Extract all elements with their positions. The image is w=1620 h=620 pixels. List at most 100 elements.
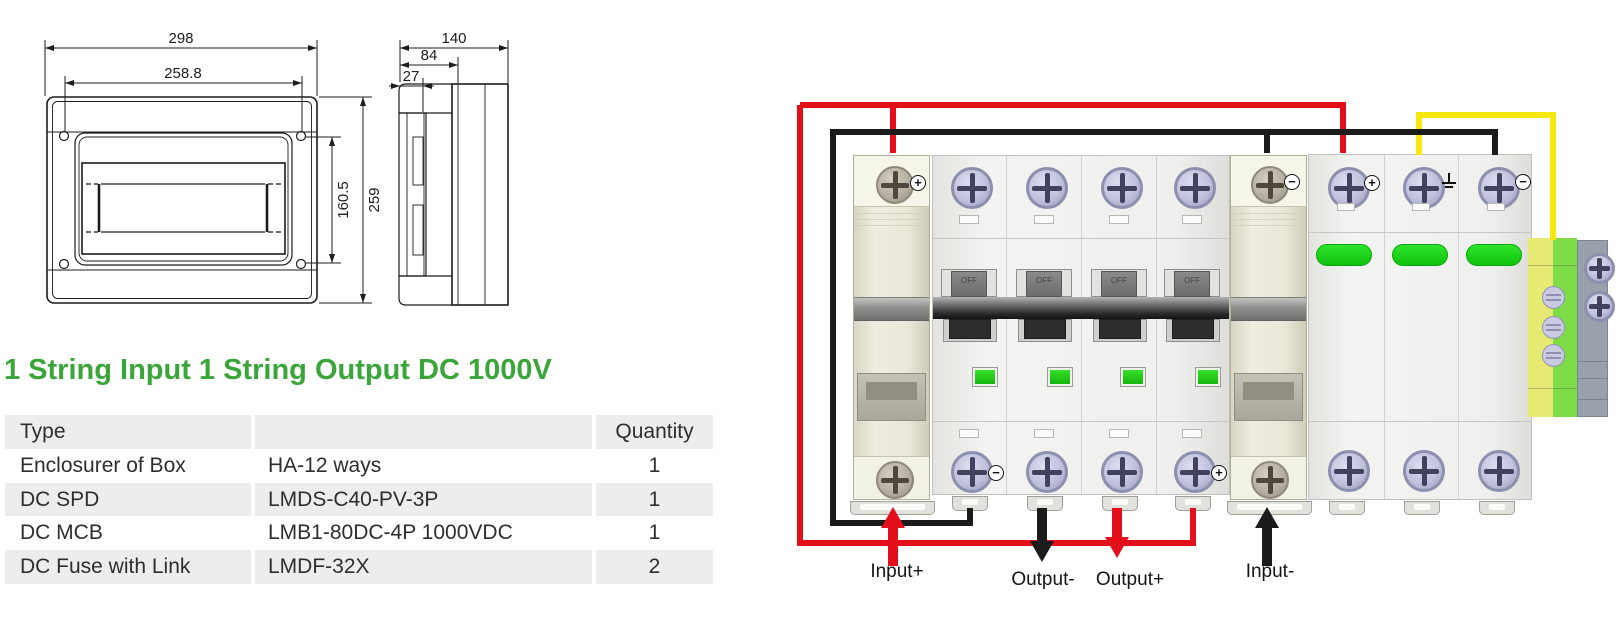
din-clip (1175, 496, 1211, 511)
row-qty: 1 (596, 448, 713, 483)
input-positive-arrow-icon (881, 507, 905, 566)
positive-wire (800, 102, 1346, 153)
din-clip (1102, 496, 1138, 511)
mounting-hole-icon (58, 130, 70, 142)
status-indicator-green (1048, 368, 1072, 386)
dc-mcb-4p: OFF OFF OFF OFF (932, 155, 1230, 511)
spd-status-window-green (1316, 244, 1372, 266)
din-clip (1329, 501, 1365, 515)
table-row: DC MCB LMB1-80DC-4P 1000VDC 1 (5, 516, 717, 551)
slotted-screw-icon (1542, 344, 1565, 367)
header-quantity: Quantity (596, 415, 713, 449)
plus-symbol-icon: + (1211, 465, 1227, 481)
din-clip (1227, 501, 1312, 515)
dimension-lines: 298 258.8 160.5 259 140 84 27 (44, 30, 509, 304)
row-qty: 1 (596, 482, 713, 517)
screw-icon (1584, 253, 1615, 284)
output-positive-arrow-icon (1105, 508, 1129, 558)
screw-icon (1026, 167, 1068, 209)
mounting-hole-icon (295, 130, 307, 142)
screw-icon (1251, 166, 1289, 204)
breaker-toggle: OFF (1026, 271, 1062, 297)
header-type: Type (5, 415, 251, 449)
row-model: LMB1-80DC-4P 1000VDC (255, 516, 592, 551)
enclosure-technical-drawing: 298 258.8 160.5 259 140 84 27 (44, 30, 509, 306)
slotted-screw-icon (1542, 316, 1565, 339)
off-label: OFF (1036, 276, 1052, 285)
fuse-carrier-bar (1231, 297, 1306, 321)
row-type: DC MCB (5, 516, 251, 551)
row-model: LMDF-32X (255, 550, 592, 584)
off-label: OFF (1111, 276, 1127, 285)
dc-spd-3p: + − (1308, 154, 1532, 515)
minus-symbol-icon: − (1284, 174, 1300, 190)
breaker-toggle: OFF (1101, 271, 1137, 297)
row-model: LMDS-C40-PV-3P (255, 482, 592, 517)
breaker-toggle: OFF (1174, 271, 1210, 297)
din-clip (1404, 501, 1440, 515)
din-clip (850, 501, 935, 515)
dc-fuse-holder-2: − (1227, 155, 1312, 515)
plus-symbol-icon: + (1364, 175, 1380, 191)
din-clip (1027, 496, 1063, 511)
off-label: OFF (1184, 276, 1200, 285)
breaker-toggle: OFF (951, 271, 987, 297)
off-label: OFF (961, 276, 977, 285)
earth-symbol-icon (1441, 173, 1457, 189)
table-row: DC SPD LMDS-C40-PV-3P 1 (5, 482, 717, 517)
bom-table: Type Quantity Enclosurer of Box HA-12 wa… (5, 415, 717, 584)
section-title: 1 String Input 1 String Output DC 1000V (4, 354, 552, 386)
mounting-hole-icon (295, 258, 307, 270)
screw-icon (1174, 167, 1216, 209)
dim-overall-width: 298 (168, 30, 193, 47)
output-negative-arrow-icon (1030, 508, 1054, 562)
row-type: Enclosurer of Box (5, 448, 251, 483)
row-type: DC SPD (5, 482, 251, 517)
fuse-clip (857, 373, 926, 421)
screw-icon (1174, 451, 1216, 493)
minus-symbol-icon: − (988, 465, 1004, 481)
screw-icon (1328, 450, 1370, 492)
input-negative-arrow-icon (1255, 507, 1279, 566)
plus-symbol-icon: + (910, 175, 926, 191)
spd-status-window-green (1466, 244, 1522, 266)
status-indicator-green (973, 368, 997, 386)
screw-icon (951, 451, 993, 493)
side-view (398, 83, 509, 306)
slotted-screw-icon (1542, 286, 1565, 309)
screw-icon (1478, 450, 1520, 492)
row-qty: 1 (596, 516, 713, 551)
input-negative-label: Input- (1245, 561, 1295, 582)
dc-fuse-holder-1: + (850, 155, 935, 515)
dim-mounting-width: 258.8 (164, 65, 202, 82)
screw-icon (876, 461, 914, 499)
status-indicator-green (1121, 368, 1145, 386)
dim-overall-height: 259 (366, 187, 383, 212)
mounting-hole-icon (58, 258, 70, 270)
table-row: Enclosurer of Box HA-12 ways 1 (5, 448, 717, 483)
header-model (255, 415, 592, 449)
toggle-tie-bar (933, 297, 1229, 319)
din-clip (952, 496, 988, 511)
minus-symbol-icon: − (1515, 174, 1531, 190)
din-clip (1479, 501, 1515, 515)
output-negative-label: Output- (1011, 569, 1075, 590)
status-indicator-green (1196, 368, 1220, 386)
screw-icon (1026, 451, 1068, 493)
output-positive-label: Output+ (1095, 569, 1165, 590)
screw-icon (1101, 451, 1143, 493)
table-header-row: Type Quantity (5, 415, 717, 449)
spd-status-window-green (1392, 244, 1448, 266)
input-positive-label: Input+ (870, 561, 924, 582)
screw-icon (951, 167, 993, 209)
dim-cover-depth: 27 (403, 68, 420, 85)
screw-icon (1584, 291, 1615, 322)
row-model: HA-12 ways (255, 448, 592, 483)
row-type: DC Fuse with Link (5, 550, 251, 584)
screw-icon (1101, 167, 1143, 209)
dim-base-depth: 84 (421, 47, 438, 64)
fuse-carrier-bar (854, 297, 929, 321)
screw-icon (876, 166, 914, 204)
dim-depth: 140 (441, 30, 466, 47)
